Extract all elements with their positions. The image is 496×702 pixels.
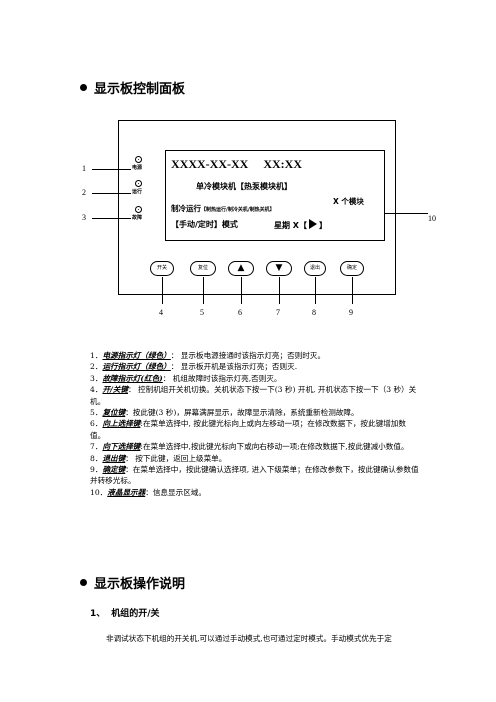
- bullet-icon: [80, 579, 87, 586]
- power-toggle-button[interactable]: 开关: [150, 261, 174, 276]
- callout-arrow: [352, 277, 353, 304]
- callout-arrow: [279, 277, 280, 304]
- lcd-weekday: 星期 X【 】: [274, 219, 327, 231]
- list-item: 9．确定键：在菜单选择中，按此键确认选择项, 进入下级菜单；在修改参数下，按此键…: [90, 465, 419, 486]
- callout-line: [385, 213, 428, 214]
- list-item: 6．向上选择键:在菜单选择中, 按此键光标向上或向左移动一项；在修改数据下，按此…: [90, 419, 406, 440]
- exit-button[interactable]: 退出: [304, 261, 326, 276]
- section-title: 显示板操作说明: [94, 577, 186, 592]
- callout-arrow: [162, 277, 163, 304]
- callout-number: 2: [82, 188, 86, 197]
- callout-line: [92, 193, 131, 194]
- status-main: 制冷运行: [171, 204, 201, 213]
- power-indicator-icon: [135, 156, 142, 163]
- list-item: 1．电源指示灯（绿色）： 显示板电源接通时该指示灯亮；否则时灭。: [90, 351, 326, 360]
- confirm-button[interactable]: 确定: [340, 261, 364, 276]
- module-count: X 个模块: [333, 197, 364, 206]
- list-item: 4．开/关键： 控制机组开关机切换。关机状态下按一下(3 秒) 开机, 开机状态…: [90, 385, 417, 406]
- reset-button[interactable]: 复位: [190, 261, 216, 276]
- lcd-line-status: 制冷运行【制热运行/制冷关机/制热关机】: [171, 196, 275, 215]
- control-panel: [118, 120, 396, 295]
- play-icon: [308, 219, 317, 229]
- list-item: 2．运行指示灯（绿色）： 显示板开机是该指示灯亮；否则灭.: [90, 362, 298, 372]
- indicator-label-power: 电源: [132, 165, 143, 171]
- lcd-line-mode: 【手动/定时】模式: [171, 220, 238, 229]
- callout-number: 9: [349, 308, 353, 317]
- weekday-label: 星期 X【: [274, 221, 307, 230]
- down-button[interactable]: ▼: [266, 261, 292, 276]
- callout-number: 1: [82, 164, 86, 173]
- key-description-list: 1．电源指示灯（绿色）： 显示板电源接通时该指示灯亮；否则时灭。 2．运行指示灯…: [90, 350, 420, 498]
- section-title: 显示板控制面板: [94, 82, 186, 97]
- callout-line: [92, 218, 131, 219]
- callout-arrow: [315, 277, 316, 304]
- callout-number: 3: [82, 213, 86, 222]
- callout-number: 7: [276, 308, 280, 317]
- lcd-display: [165, 150, 385, 241]
- status-options: 【制热运行/制冷关机/制热关机】: [201, 207, 275, 213]
- callout-arrow: [241, 277, 242, 304]
- callout-number: 4: [159, 308, 163, 317]
- lcd-line-datetime: XXXX-XX-XX XX:XX: [171, 157, 302, 171]
- indicator-label-run: 运行: [132, 189, 143, 195]
- callout-number: 5: [200, 308, 204, 317]
- indicator-label-fault: 故障: [132, 215, 143, 221]
- weekday-end: 】: [318, 221, 327, 230]
- callout-arrow: [203, 277, 204, 304]
- callout-number: 8: [312, 308, 316, 317]
- list-item: 5．复位键：按此键(3 秒)，屏幕满屏显示，故障显示清除，系统重新检测故障。: [90, 408, 359, 418]
- callout-line: [92, 169, 131, 170]
- body-paragraph: 非调试状态下机组的开关机,可以通过手动模式,也可通过定时模式。手动模式优先于定: [106, 634, 392, 643]
- lcd-line-model: 单冷模块机【热泵模块机】: [196, 182, 292, 191]
- bullet-icon: [80, 84, 87, 91]
- callout-number: 10: [428, 214, 436, 223]
- list-item: 8．退出键： 按下此键，返回上级菜单。: [90, 453, 227, 463]
- list-item: 3．故障指示灯(红色)： 机组故障时该指示灯亮,否则灭。: [90, 373, 282, 383]
- list-item: 10．液晶显示器：信息显示区域。: [90, 487, 206, 497]
- run-indicator-icon: [135, 180, 142, 187]
- list-item: 7．向下选择键:在菜单选择中,按此键光标向下或向右移动一项;在修改数据下,按此键…: [90, 442, 409, 452]
- callout-number: 6: [238, 308, 242, 317]
- fault-indicator-icon: [135, 206, 142, 213]
- up-button[interactable]: ▲: [228, 261, 254, 276]
- subsection-title: 1、机组的开/关: [90, 609, 160, 619]
